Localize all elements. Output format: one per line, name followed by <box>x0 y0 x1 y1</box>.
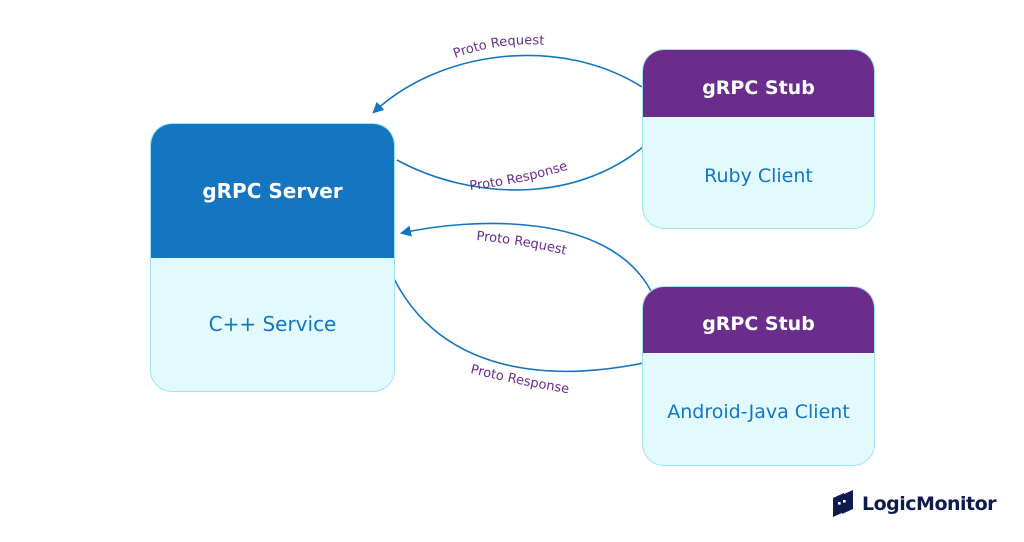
edge-label: Proto Response <box>469 159 570 194</box>
edge-response-android <box>384 257 668 373</box>
logo-text: LogicMonitor <box>862 493 997 515</box>
logicmonitor-logo: LogicMonitor <box>830 490 997 518</box>
client-label: Android-Java Client <box>667 401 850 423</box>
server-title: gRPC Server <box>151 124 394 258</box>
android-client-node: gRPC Stub Android-Java Client <box>642 286 875 466</box>
logicmonitor-mark-icon <box>833 490 853 517</box>
edge-label: Proto Request <box>476 229 568 259</box>
stub-title: gRPC Stub <box>643 287 874 353</box>
edge-response-ruby <box>396 124 667 191</box>
server-subtitle: C++ Service <box>208 312 337 336</box>
edge-request-ruby <box>372 54 643 114</box>
edge-request-android <box>399 222 653 294</box>
grpc-server-node: gRPC Server C++ Service <box>150 123 395 392</box>
stub-title: gRPC Stub <box>643 50 874 117</box>
ruby-client-node: gRPC Stub Ruby Client <box>642 49 875 229</box>
client-label: Ruby Client <box>704 165 813 187</box>
